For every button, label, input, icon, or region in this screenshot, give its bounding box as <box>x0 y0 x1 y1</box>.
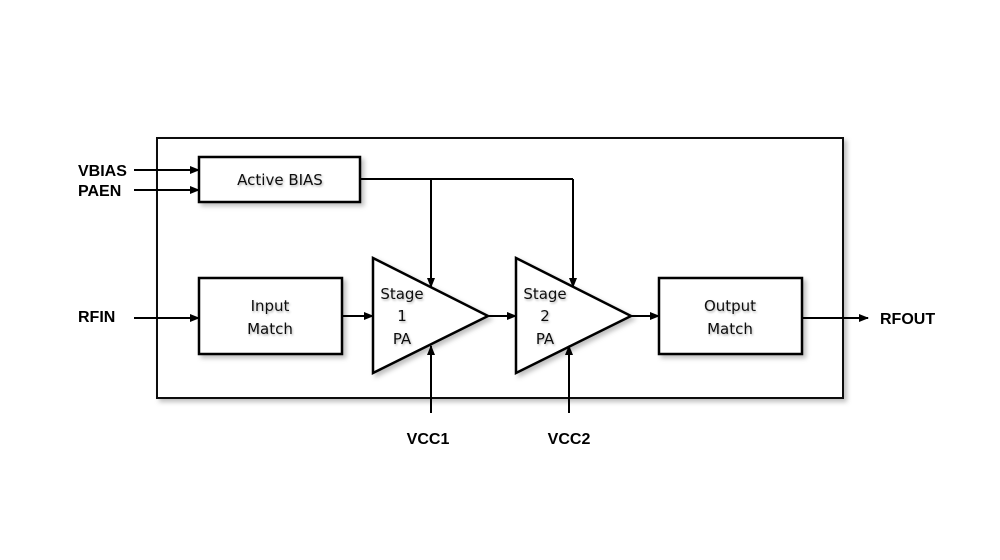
output-match-label-line2: Match <box>707 320 753 338</box>
stage1-label-line3: PA <box>393 330 412 348</box>
stage2-label-line2: 2 <box>540 307 550 325</box>
stage1-pa-triangle <box>371 255 491 376</box>
output-match-block <box>657 276 804 356</box>
vcc2-label: VCC2 <box>548 431 591 448</box>
stage2-label-line1: Stage <box>523 285 566 303</box>
paen-label: PAEN <box>78 183 121 200</box>
rfin-label: RFIN <box>78 309 115 326</box>
output-match-label-line1: Output <box>704 297 756 315</box>
input-match-label-line1: Input <box>251 297 290 315</box>
rfout-label: RFOUT <box>880 311 935 328</box>
stage1-label-line2: 1 <box>397 307 407 325</box>
vbias-label: VBIAS <box>78 163 127 180</box>
stage2-label-line3: PA <box>536 330 555 348</box>
active-bias-label: Active BIAS <box>237 171 323 189</box>
input-match-label-line2: Match <box>247 320 293 338</box>
vcc1-label: VCC1 <box>407 431 450 448</box>
stage2-pa-triangle <box>514 255 634 376</box>
input-match-block <box>197 276 344 356</box>
stage1-label-line1: Stage <box>380 285 423 303</box>
